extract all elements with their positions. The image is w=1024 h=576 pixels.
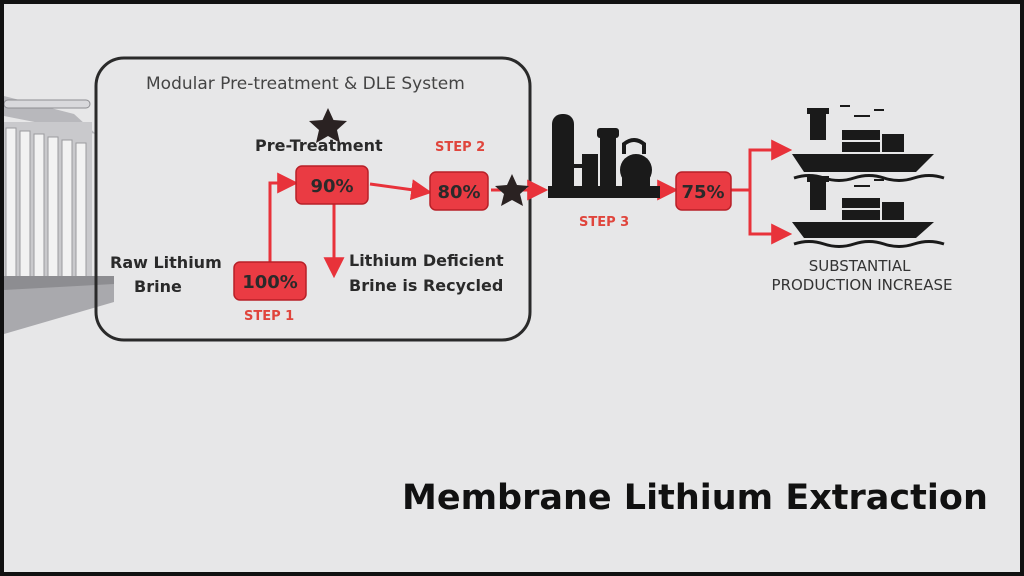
value-box-90: 90% xyxy=(295,165,369,205)
refinery-plant-icon xyxy=(548,114,660,198)
process-diagram: Modular Pre-treatment & DLE System Pre-T… xyxy=(4,56,953,342)
value-box-75: 75% xyxy=(675,171,732,211)
cargo-ship-icon xyxy=(792,105,945,182)
production-increase-label: SUBSTANTIAL PRODUCTION INCREASE xyxy=(772,257,953,294)
value-box-80: 80% xyxy=(429,171,489,211)
step3-label: STEP 3 xyxy=(579,215,629,230)
raw-brine-label: Raw Lithium Brine xyxy=(110,253,227,296)
step2-label: STEP 2 xyxy=(435,140,485,155)
recycled-brine-label: Lithium Deficient Brine is Recycled xyxy=(349,251,509,295)
output-value: 75% xyxy=(681,182,724,203)
pre-treatment-label: Pre-Treatment xyxy=(255,136,383,155)
pretreat-value: 90% xyxy=(310,176,353,197)
star-icon xyxy=(495,174,529,206)
value-box-100: 100% xyxy=(233,261,307,301)
cargo-ship-icon xyxy=(792,176,945,248)
step1-label: STEP 1 xyxy=(244,309,294,324)
membrane-module-icon xyxy=(4,96,114,334)
star-icon xyxy=(309,108,347,143)
page-title: Membrane Lithium Extraction xyxy=(402,478,988,518)
system-title: Modular Pre-treatment & DLE System xyxy=(146,74,465,94)
step1-value: 100% xyxy=(242,272,298,293)
step2-value: 80% xyxy=(437,182,480,203)
